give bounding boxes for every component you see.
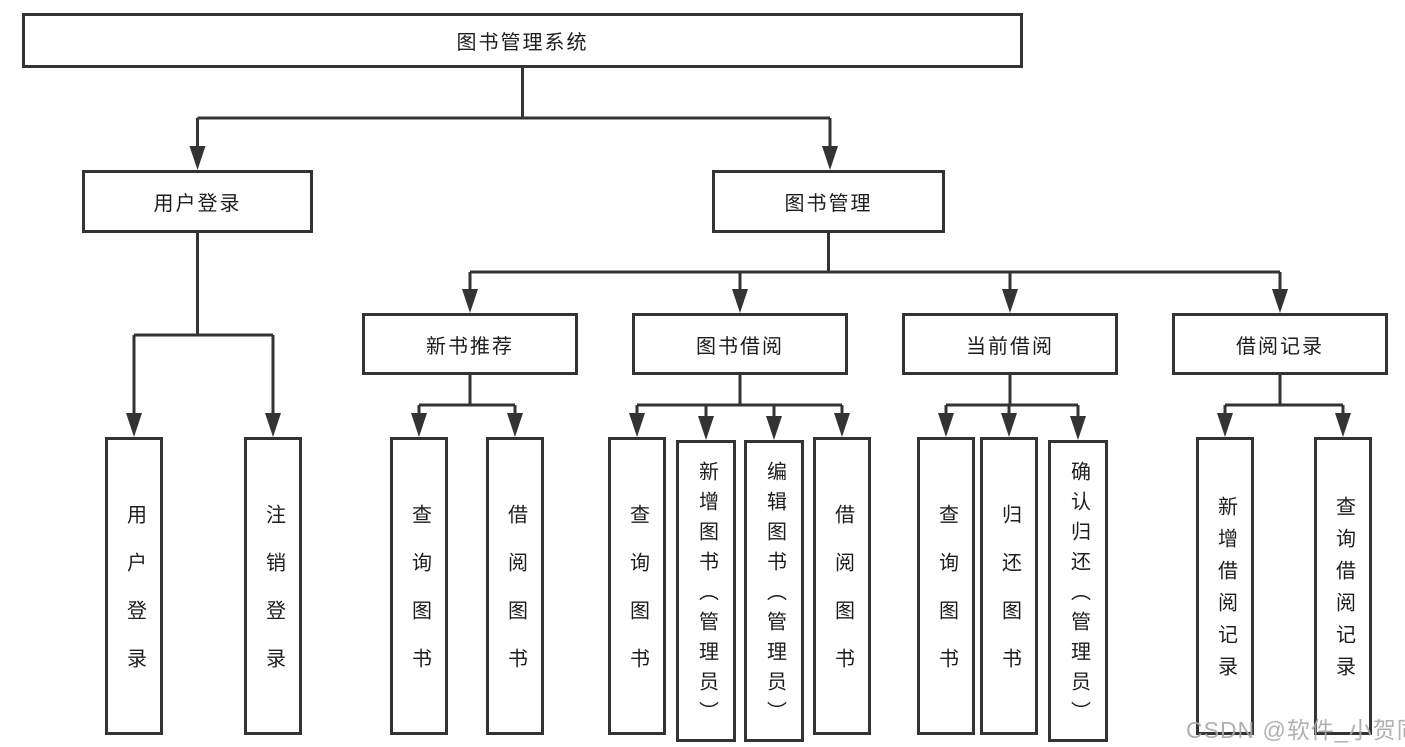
leaf-label: 借阅图书 <box>504 504 527 696</box>
node-label: 图书借阅 <box>696 335 784 358</box>
leaf-logout: 注销登录 <box>244 437 302 735</box>
leaf-borrow-books: 借阅图书 <box>813 437 871 735</box>
leaf-search-books-recommend: 查询图书 <box>390 437 448 735</box>
leaf-label: 查询图书 <box>935 504 958 696</box>
node-user-login: 用户登录 <box>82 170 313 233</box>
leaf-label: 查询图书 <box>408 504 431 696</box>
leaf-user-login: 用户登录 <box>105 437 163 735</box>
node-library-management-system: 图书管理系统 <box>22 13 1023 68</box>
connector-book-management-to-level3 <box>462 233 1288 313</box>
leaf-label: 查询图书 <box>626 504 649 696</box>
node-borrowing-records: 借阅记录 <box>1172 313 1388 375</box>
node-label: 借阅记录 <box>1236 335 1324 358</box>
csdn-watermark: CSDN @软件_小贺同学 <box>1186 717 1405 743</box>
connector-borrow-records-to-leaves <box>1217 375 1351 437</box>
connector-book-borrowing-to-leaves <box>629 375 850 440</box>
connector-current-borrowing-to-leaves <box>938 375 1086 440</box>
node-new-book-recommendation: 新书推荐 <box>362 313 578 375</box>
leaf-label: 编辑图书（管理员） <box>763 461 786 731</box>
node-label: 图书管理系统 <box>456 32 589 54</box>
leaf-label: 归还图书 <box>998 504 1021 696</box>
node-label: 用户登录 <box>153 193 242 215</box>
leaf-search-borrow-record: 查询借阅记录 <box>1314 437 1372 735</box>
node-label: 图书管理 <box>784 193 873 215</box>
leaf-add-books-admin: 新增图书（管理员） <box>676 440 736 742</box>
leaf-label: 新增图书（管理员） <box>695 461 718 731</box>
connector-new-book-to-leaves <box>411 375 523 437</box>
leaf-search-books-borrowing: 查询图书 <box>608 437 666 735</box>
leaf-label: 借阅图书 <box>831 504 854 696</box>
connector-user-login-to-leaves <box>126 233 281 437</box>
leaf-label: 确认归还（管理员） <box>1067 461 1090 731</box>
node-label: 当前借阅 <box>966 335 1054 358</box>
node-label: 新书推荐 <box>426 335 514 358</box>
leaf-confirm-return-admin: 确认归还（管理员） <box>1048 440 1108 742</box>
node-book-management: 图书管理 <box>712 170 945 233</box>
leaf-label: 新增借阅记录 <box>1214 496 1237 688</box>
leaf-label: 注销登录 <box>262 504 285 696</box>
leaf-return-books: 归还图书 <box>980 437 1038 735</box>
leaf-search-books-current: 查询图书 <box>917 437 975 735</box>
leaf-label: 查询借阅记录 <box>1332 496 1355 688</box>
leaf-edit-books-admin: 编辑图书（管理员） <box>744 440 804 742</box>
node-book-borrowing: 图书借阅 <box>632 313 848 375</box>
leaf-add-borrow-record: 新增借阅记录 <box>1196 437 1254 735</box>
leaf-label: 用户登录 <box>123 504 146 696</box>
connector-root-to-level2 <box>189 68 838 170</box>
node-current-borrowing: 当前借阅 <box>902 313 1118 375</box>
leaf-borrow-books-recommend: 借阅图书 <box>486 437 544 735</box>
